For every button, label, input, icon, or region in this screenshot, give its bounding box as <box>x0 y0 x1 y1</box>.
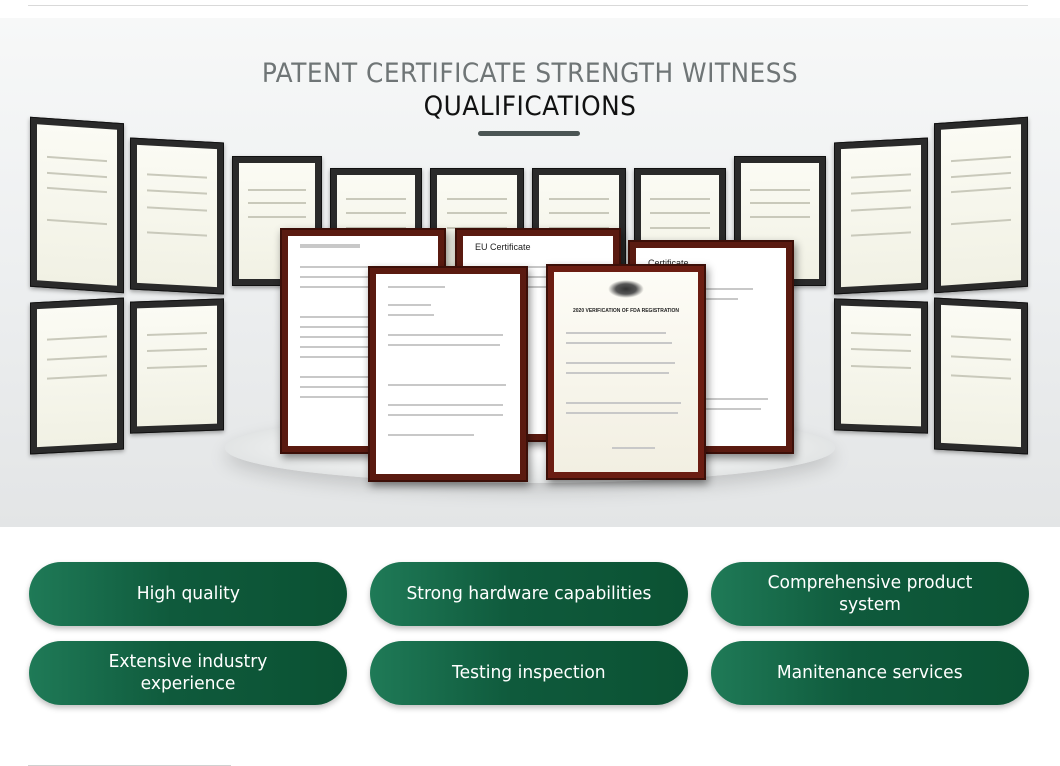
patent-frame <box>30 297 124 455</box>
feature-product-system-button[interactable]: Comprehensive product system <box>711 562 1029 626</box>
page-subtitle: QUALIFICATIONS <box>423 91 637 122</box>
feature-testing-button[interactable]: Testing inspection <box>370 641 688 705</box>
patent-frame <box>130 137 224 295</box>
feature-label: Comprehensive product system <box>767 572 973 615</box>
feature-label: Strong hardware capabilities <box>406 583 652 604</box>
feature-maintenance-button[interactable]: Manitenance services <box>711 641 1029 705</box>
feature-label: Testing inspection <box>452 662 606 683</box>
eagle-emblem <box>608 280 644 298</box>
patent-frame <box>834 137 928 295</box>
feature-label: Extensive industry experience <box>108 651 268 694</box>
patent-frame <box>232 156 322 286</box>
feature-industry-experience-button[interactable]: Extensive industry experience <box>29 641 347 705</box>
top-divider <box>28 5 1028 6</box>
fda-registration-title: 2020 VERIFICATION OF FDA REGISTRATION <box>572 308 680 314</box>
feature-label: Manitenance services <box>777 662 963 683</box>
patent-frame <box>834 298 928 434</box>
certificate-banner: EU Certificate Certificate 2020 VERIFICA… <box>0 18 1060 527</box>
page-title: PATENT CERTIFICATE STRENGTH WITNESS <box>261 58 799 89</box>
feature-label: High quality <box>136 583 240 604</box>
eu-certificate-title: EU Certificate <box>475 242 531 252</box>
fda-registration-frame: 2020 VERIFICATION OF FDA REGISTRATION <box>546 264 706 480</box>
instructions-frame <box>368 266 528 482</box>
patent-frame <box>30 116 124 294</box>
patent-frame <box>934 297 1028 455</box>
feature-hardware-button[interactable]: Strong hardware capabilities <box>370 562 688 626</box>
patent-frame <box>934 116 1028 294</box>
feature-high-quality-button[interactable]: High quality <box>29 562 347 626</box>
title-underline <box>478 131 580 136</box>
patent-frame <box>130 298 224 434</box>
certificate-title: Certificate <box>648 258 689 268</box>
